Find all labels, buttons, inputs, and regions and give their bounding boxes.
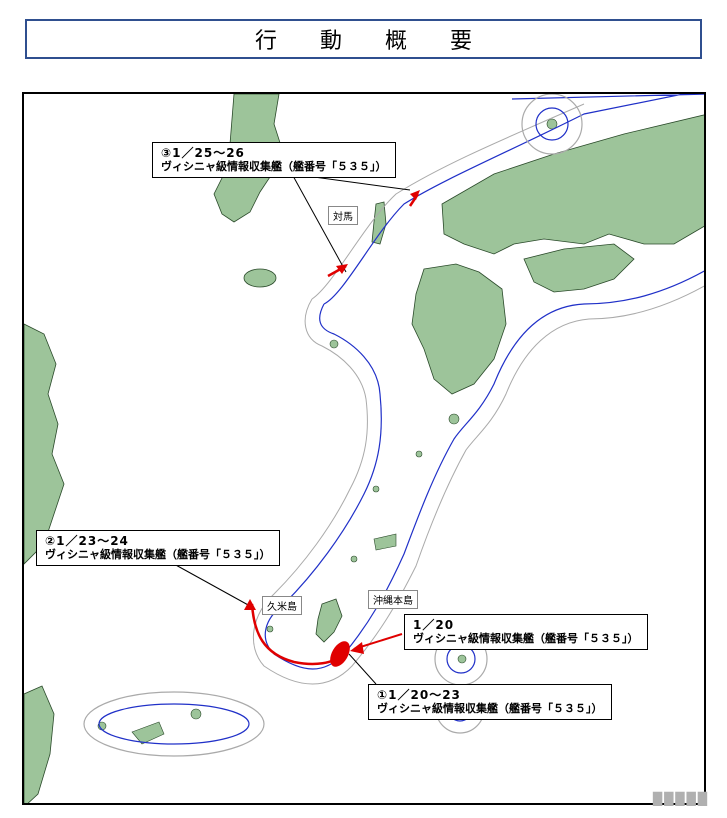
arrow-north-3 <box>410 190 420 200</box>
track-patrol-area <box>330 641 350 667</box>
label-kumejima: 久米島 <box>262 596 302 615</box>
event-3-ship: ヴィシニャ級情報収集艦（艦番号「５３５」） <box>161 160 387 173</box>
tsushima-land <box>371 201 387 245</box>
callout-event-1-20: 1／20 ヴィシニャ級情報収集艦（艦番号「５３５」） <box>404 614 648 650</box>
event-1-date: ①1／20～23 <box>377 688 461 702</box>
kumejima-land <box>266 625 274 633</box>
map-svg <box>24 94 704 803</box>
event-2-date: ②1／23～24 <box>45 534 129 548</box>
arrow-north-2 <box>336 264 348 274</box>
arrow-1-20-head <box>350 642 364 654</box>
okinawa-land <box>315 598 343 643</box>
kyushu-land <box>411 263 507 395</box>
taiwan-land <box>24 685 55 803</box>
event-1-20-ship: ヴィシニャ級情報収集艦（艦番号「５３５」） <box>413 632 639 645</box>
event-3-date: ③1／25～26 <box>161 146 245 160</box>
callout-event-2: ②1／23～24 ヴィシニャ級情報収集艦（艦番号「５３５」） <box>36 530 280 566</box>
callout-event-1: ①1／20～23 ヴィシニャ級情報収集艦（艦番号「５３５」） <box>368 684 612 720</box>
event-1-20-date: 1／20 <box>413 618 455 632</box>
honshu-land <box>441 114 704 255</box>
zone-lines <box>83 94 704 757</box>
callout-event-3: ③1／25～26 ヴィシニャ級情報収集艦（艦番号「５３５」） <box>152 142 396 178</box>
china-land <box>24 323 65 565</box>
event-1-ship: ヴィシニャ級情報収集艦（艦番号「５３５」） <box>377 702 603 715</box>
arrow-north-1 <box>244 599 256 610</box>
page-title: 行 動 概 要 <box>255 29 490 54</box>
jeju-land <box>243 268 277 288</box>
label-okinawa: 沖縄本島 <box>368 590 418 609</box>
map-frame: ③1／25～26 ヴィシニャ級情報収集艦（艦番号「５３５」） ②1／23～24 … <box>22 92 706 805</box>
shikoku-land <box>523 243 635 293</box>
label-tsushima: 対馬 <box>328 206 358 225</box>
title-box: 行 動 概 要 <box>25 19 702 59</box>
watermark: █████ <box>652 792 709 806</box>
event-2-ship: ヴィシニャ級情報収集艦（艦番号「５３５」） <box>45 548 271 561</box>
